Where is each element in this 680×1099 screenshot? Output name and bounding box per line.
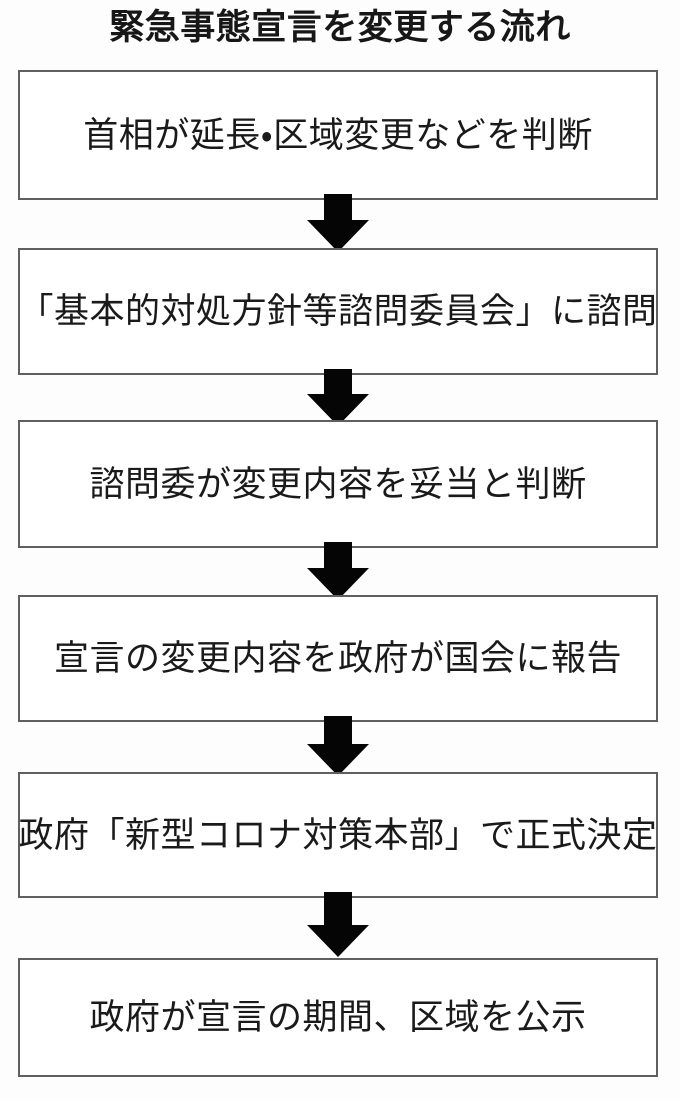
page-title: 緊急事態宣言を変更する流れ: [109, 8, 571, 47]
flow-step-6-label: 政府が宣言の期間、区域を公示: [89, 998, 587, 1037]
flow-step-6: 政府が宣言の期間、区域を公示: [18, 958, 658, 1077]
flow-step-2: 「基本的対処方針等諮問委員会」に諮問: [18, 248, 658, 375]
flow-step-1-label: 首相が延長・区域変更などを判断: [83, 115, 593, 155]
arrow-down-icon: [307, 375, 369, 420]
flow-step-5-label: 政府「新型コロナ対策本部」で正式決定: [18, 815, 658, 855]
flow-connector-1: [18, 200, 658, 248]
process-flow: 首相が延長・区域変更などを判断 「基本的対処方針等諮問委員会」に諮問 諮問委が変…: [18, 70, 658, 1077]
flow-connector-5: [18, 898, 658, 958]
flow-connector-4: [18, 722, 658, 772]
flow-connector-2: [18, 375, 658, 420]
flow-step-4-label: 宣言の変更内容を政府が国会に報告: [53, 639, 622, 678]
flow-connector-3: [18, 548, 658, 595]
arrow-down-icon: [307, 898, 369, 958]
flow-step-3: 諮問委が変更内容を妥当と判断: [18, 420, 658, 548]
flow-step-2-label: 「基本的対処方針等諮問委員会」に諮問: [18, 292, 658, 331]
flow-step-5: 政府「新型コロナ対策本部」で正式決定: [18, 772, 658, 898]
flow-step-3-label: 諮問委が変更内容を妥当と判断: [89, 464, 587, 504]
arrow-down-icon: [307, 200, 369, 248]
arrow-down-icon: [307, 548, 369, 595]
flow-step-4: 宣言の変更内容を政府が国会に報告: [18, 595, 658, 722]
arrow-down-icon: [307, 722, 369, 772]
flow-step-1: 首相が延長・区域変更などを判断: [18, 70, 658, 200]
